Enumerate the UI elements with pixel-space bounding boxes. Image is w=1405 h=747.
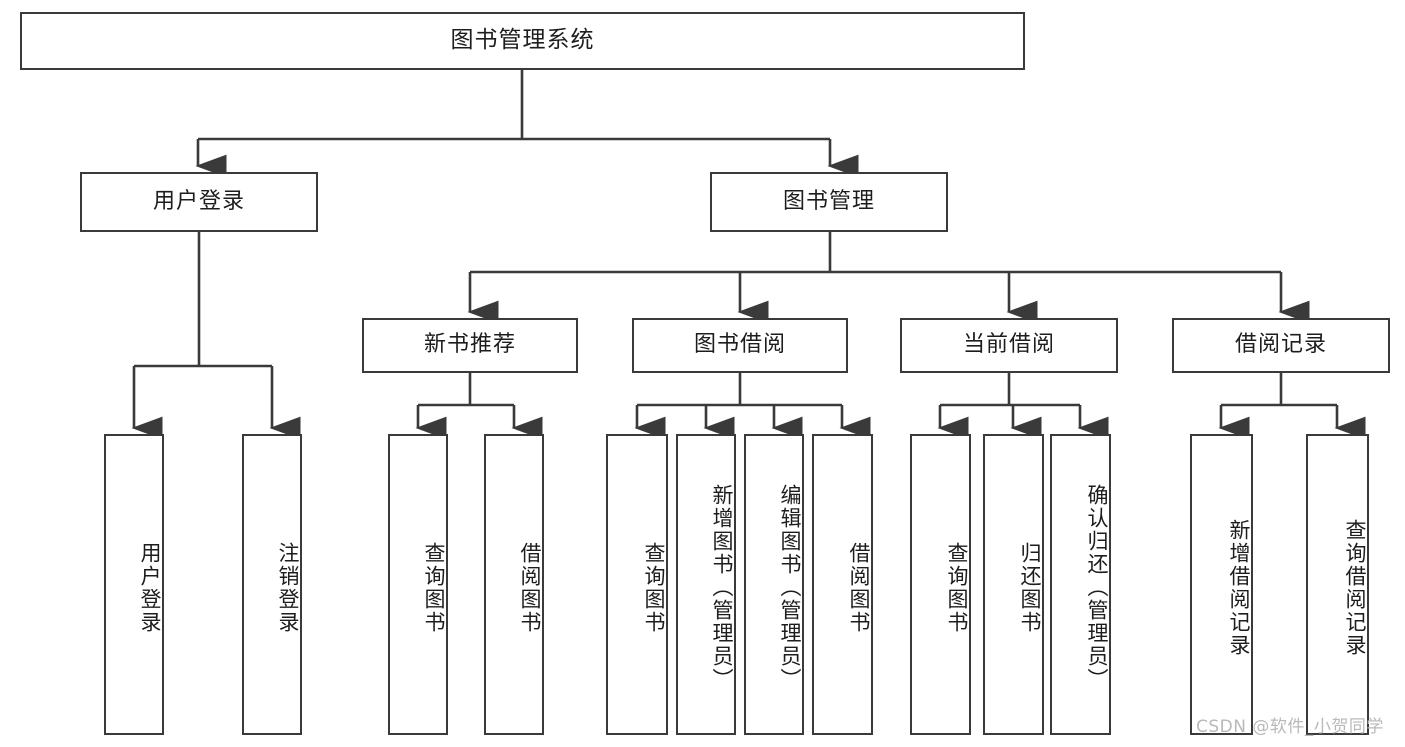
leaf-borrow-book-2[interactable]: 借阅图书 <box>812 434 873 735</box>
leaf-add-record-label: 新增借阅记录 <box>1227 518 1251 657</box>
leaf-query-book-1-label: 查询图书 <box>422 541 446 634</box>
edge-group-book-manage <box>467 232 1310 324</box>
leaf-edit-book[interactable]: 编辑图书（管理员） <box>744 434 804 735</box>
csdn-watermark: CSDN @软件_小贺同学 <box>1196 717 1384 737</box>
node-borrow-record[interactable]: 借阅记录 <box>1172 318 1390 373</box>
leaf-query-book-1[interactable]: 查询图书 <box>388 434 448 735</box>
leaf-borrow-book-1[interactable]: 借阅图书 <box>484 434 544 735</box>
leaf-query-book-2-label: 查询图书 <box>642 541 666 634</box>
node-current-borrow-label: 当前借阅 <box>962 332 1055 358</box>
node-current-borrow[interactable]: 当前借阅 <box>900 318 1118 373</box>
node-root-label: 图书管理系统 <box>450 27 595 54</box>
node-book-manage[interactable]: 图书管理 <box>710 172 948 232</box>
leaf-query-book-2[interactable]: 查询图书 <box>606 434 668 735</box>
node-new-book-recommend[interactable]: 新书推荐 <box>362 318 578 373</box>
node-borrow-record-label: 借阅记录 <box>1234 332 1327 358</box>
node-book-manage-label: 图书管理 <box>782 188 875 214</box>
edge-group-new-book-recommend <box>415 373 543 440</box>
leaf-user-login-label: 用户登录 <box>138 541 162 634</box>
leaf-query-book-3[interactable]: 查询图书 <box>910 434 971 735</box>
edge-group-borrow-record <box>1218 373 1366 440</box>
leaf-user-login[interactable]: 用户登录 <box>104 434 164 735</box>
leaf-return-book[interactable]: 归还图书 <box>983 434 1044 735</box>
leaf-add-book-label: 新增图书（管理员） <box>710 484 734 691</box>
leaf-confirm-return-label: 确认归还（管理员） <box>1085 484 1109 691</box>
node-new-book-recommend-label: 新书推荐 <box>423 332 516 358</box>
node-user-login[interactable]: 用户登录 <box>80 172 318 232</box>
edge-group-book-borrow <box>634 373 871 440</box>
leaf-return-book-label: 归还图书 <box>1018 541 1042 634</box>
leaf-add-record[interactable]: 新增借阅记录 <box>1190 434 1253 735</box>
node-root[interactable]: 图书管理系统 <box>20 12 1025 70</box>
node-book-borrow[interactable]: 图书借阅 <box>632 318 848 373</box>
leaf-query-record[interactable]: 查询借阅记录 <box>1306 434 1369 735</box>
leaf-query-record-label: 查询借阅记录 <box>1343 518 1367 657</box>
leaf-user-logout-label: 注销登录 <box>276 541 300 634</box>
leaf-edit-book-label: 编辑图书（管理员） <box>778 484 802 691</box>
edge-group-current-borrow <box>937 373 1109 440</box>
leaf-add-book[interactable]: 新增图书（管理员） <box>676 434 736 735</box>
leaf-borrow-book-1-label: 借阅图书 <box>518 541 542 634</box>
node-user-login-label: 用户登录 <box>152 188 245 214</box>
leaf-borrow-book-2-label: 借阅图书 <box>847 541 871 634</box>
leaf-confirm-return[interactable]: 确认归还（管理员） <box>1050 434 1111 735</box>
leaf-user-logout[interactable]: 注销登录 <box>242 434 302 735</box>
leaf-query-book-3-label: 查询图书 <box>945 541 969 634</box>
node-book-borrow-label: 图书借阅 <box>693 332 786 358</box>
edge-group-user-login <box>131 232 301 440</box>
edge-group-root <box>195 70 859 178</box>
